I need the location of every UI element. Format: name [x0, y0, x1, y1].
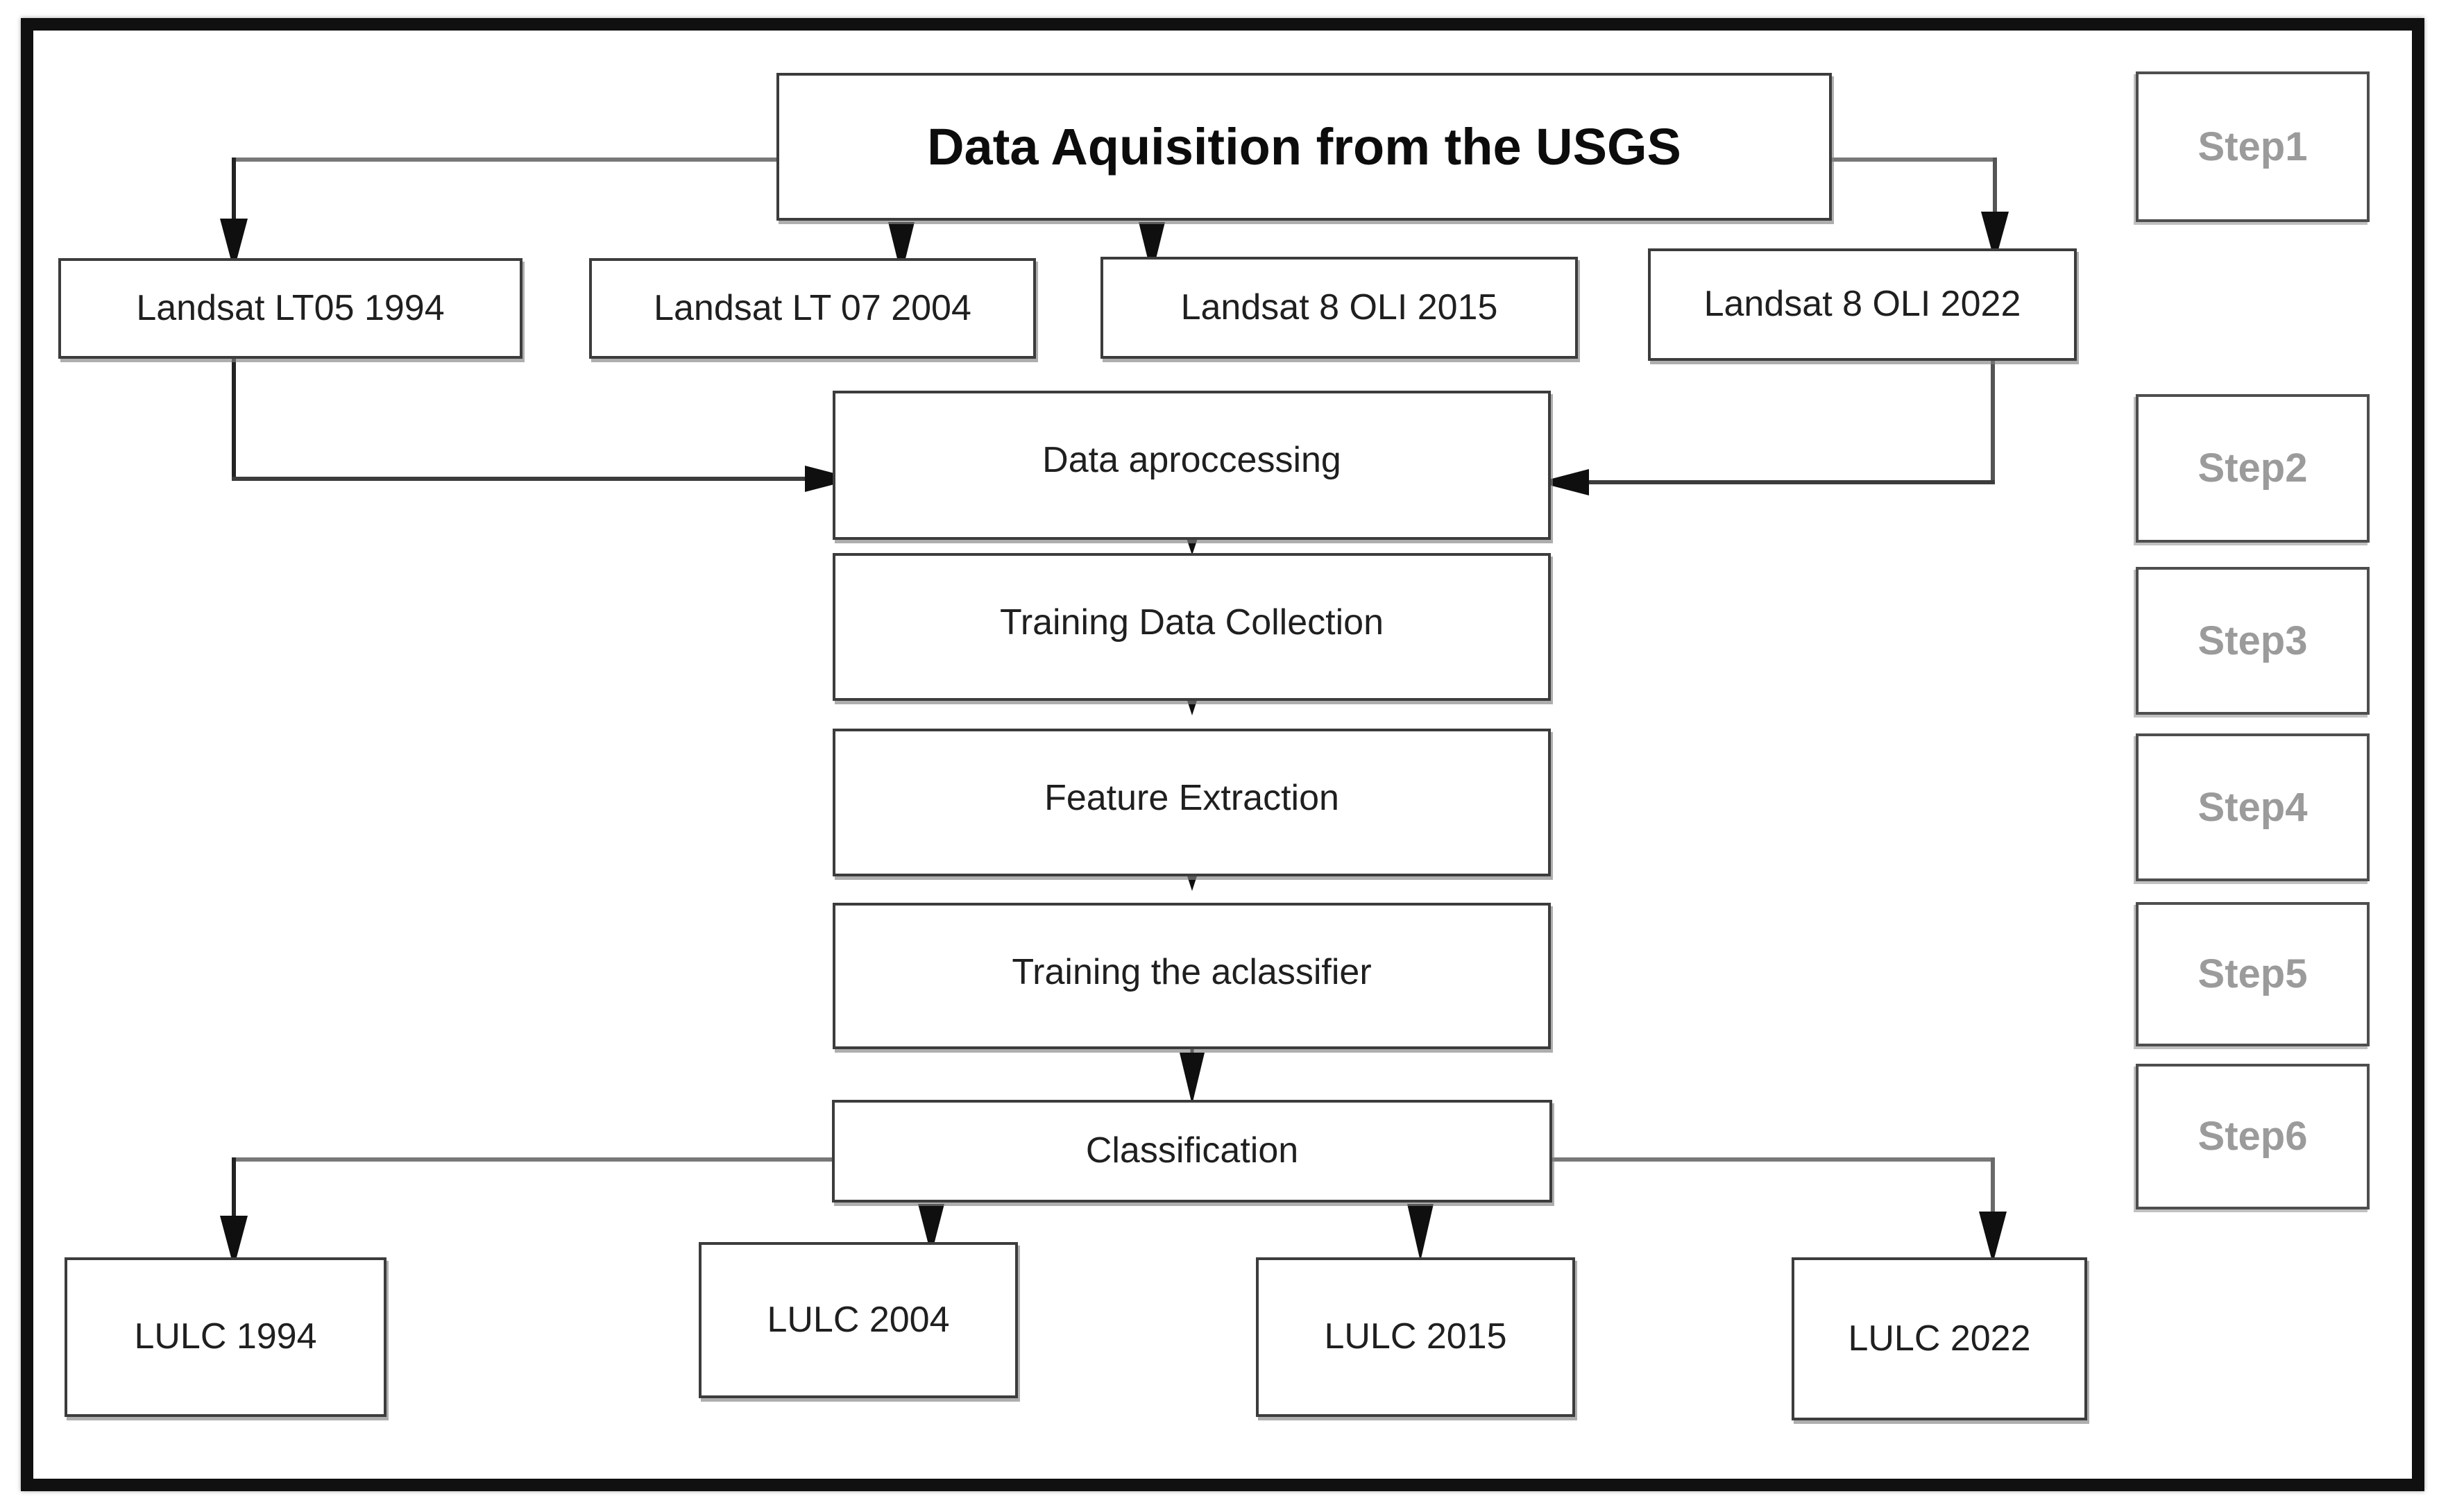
node-training-data-collection: Training Data Collection	[833, 553, 1551, 701]
step-label-5: Step5	[2136, 902, 2370, 1046]
step-label-4: Step4	[2136, 733, 2370, 881]
node-landsat-8-oli-2022: Landsat 8 OLI 2022	[1648, 248, 2077, 361]
step-label-6: Step6	[2136, 1064, 2370, 1209]
node-landsat-lt05-1994: Landsat LT05 1994	[58, 258, 522, 359]
step-label-2: Step2	[2136, 394, 2370, 543]
node-data-acquisition: Data Aquisition from the USGS	[776, 73, 1832, 221]
node-lulc-2015: LULC 2015	[1256, 1257, 1575, 1417]
node-classification: Classification	[832, 1100, 1552, 1203]
step-label-3: Step3	[2136, 567, 2370, 715]
node-feature-extraction: Feature Extraction	[833, 729, 1551, 876]
node-lulc-2022: LULC 2022	[1792, 1257, 2087, 1420]
step-label-1: Step1	[2136, 71, 2370, 222]
node-lulc-1994: LULC 1994	[65, 1257, 386, 1417]
node-lulc-2004: LULC 2004	[699, 1242, 1018, 1398]
node-landsat-lt07-2004: Landsat LT 07 2004	[589, 258, 1036, 359]
node-data-preprocessing: Data aproccessing	[833, 391, 1551, 540]
node-landsat-8-oli-2015: Landsat 8 OLI 2015	[1100, 257, 1578, 359]
node-training-the-classifier: Training the aclassifier	[833, 903, 1551, 1049]
